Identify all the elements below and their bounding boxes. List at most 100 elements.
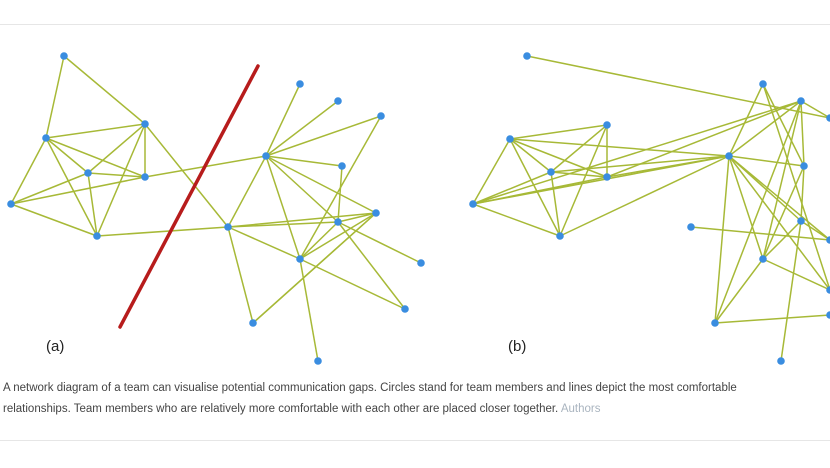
panel-b-node (826, 114, 830, 122)
panel-a-node (334, 97, 342, 105)
panel-a-edge (265, 155, 343, 167)
panel-b-edge (728, 155, 805, 167)
panel-b-node (506, 135, 514, 143)
panel-a-network (7, 52, 425, 365)
network-figure (0, 40, 830, 370)
panel-a-edge (10, 137, 47, 205)
panel-a-node (372, 209, 380, 217)
panel-b-edge (762, 83, 805, 167)
panel-b-edge (606, 100, 802, 178)
panel-a-edge (299, 258, 319, 362)
panel-b-edge (728, 155, 830, 241)
panel-b-edge (762, 100, 802, 260)
panel-a-edge (337, 221, 422, 264)
panel-a-node (334, 218, 342, 226)
panel-a-edge (265, 100, 339, 157)
caption-line-2: relationships. Team members who are rela… (3, 403, 559, 415)
panel-b-edge (762, 258, 830, 291)
panel-b-edge (550, 171, 561, 237)
panel-b-edge (762, 165, 805, 260)
panel-b-node (797, 97, 805, 105)
panel-a-edge (227, 212, 377, 228)
panel-b-edge (780, 220, 802, 362)
panel-a-edge (87, 172, 146, 178)
credit-link[interactable]: Authors (560, 403, 601, 415)
panel-a-node (296, 255, 304, 263)
panel-a-edge (227, 226, 301, 260)
panel-b-edge (559, 124, 608, 237)
panel-b-node (797, 217, 805, 225)
panel-a-node (141, 120, 149, 128)
panel-b-edge (559, 155, 730, 237)
panel-b-edge (550, 171, 608, 178)
panel-a-node (296, 80, 304, 88)
panel-b-node (826, 236, 830, 244)
panel-b-edge (606, 155, 730, 178)
panel-a-edge (265, 83, 301, 157)
panel-a-edge (87, 172, 98, 237)
panel-b-network (469, 52, 830, 365)
panel-b-edge (472, 100, 802, 205)
panel-b-edge (526, 55, 830, 119)
panel-a-edge (87, 123, 146, 174)
panel-a-edge (10, 203, 98, 237)
panel-a-edge (265, 155, 339, 223)
panel-b-edge (509, 138, 561, 237)
panel-b-edge (800, 100, 830, 119)
communication-gap-divider (118, 64, 260, 329)
panel-a-edge (10, 172, 89, 205)
panel-b-node (523, 52, 531, 60)
panel-a-edge (10, 176, 146, 205)
panel-b-node (826, 286, 830, 294)
panel-b-edge (762, 220, 802, 260)
panel-b-edge (714, 155, 730, 324)
panel-b-edge (728, 155, 764, 260)
panel-a-node (60, 52, 68, 60)
panel-a-edge (144, 123, 229, 228)
panel-b-node (759, 255, 767, 263)
panel-a-edge (63, 55, 146, 125)
panel-a-edge (96, 123, 146, 237)
panel-b-label: (b) (508, 338, 527, 355)
panel-b-node (603, 121, 611, 129)
panel-b-node (556, 232, 564, 240)
bottom-divider (0, 440, 830, 441)
panel-b-edge (550, 124, 608, 173)
panel-a-node (42, 134, 50, 142)
panel-a-edge (227, 155, 267, 228)
panel-a-node (262, 152, 270, 160)
panel-a-edge (265, 155, 377, 214)
panel-b-node (603, 173, 611, 181)
panel-a-edge (45, 55, 65, 139)
panel-b-node (826, 311, 830, 319)
panel-a-node (377, 112, 385, 120)
panel-b-edge (714, 314, 830, 324)
panel-a-node (84, 169, 92, 177)
panel-a-edge (337, 212, 377, 223)
panel-b-edge (690, 226, 830, 241)
panel-a-edge (45, 137, 98, 237)
panel-b-edge (800, 220, 830, 241)
panel-b-edge (509, 138, 730, 157)
panel-b-edge (714, 258, 764, 324)
panel-a-node (417, 259, 425, 267)
figure-caption: A network diagram of a team can visualis… (3, 378, 830, 420)
panel-a-edge (227, 226, 254, 324)
panel-a-node (338, 162, 346, 170)
top-divider (0, 24, 830, 25)
panel-a-edge (299, 258, 406, 310)
panel-b-node (759, 80, 767, 88)
panel-a-edge (299, 221, 339, 260)
panel-b-edge (472, 171, 552, 205)
caption-line-1: A network diagram of a team can visualis… (3, 382, 737, 394)
panel-a-edge (337, 165, 343, 223)
network-diagrams (7, 52, 830, 365)
panel-b-node (547, 168, 555, 176)
panel-b-node (777, 357, 785, 365)
panel-a-edge (45, 137, 146, 178)
panel-b-node (800, 162, 808, 170)
panel-b-edge (509, 138, 608, 178)
panel-b-edge (509, 138, 552, 173)
panel-a-node (249, 319, 257, 327)
panel-a-node (401, 305, 409, 313)
